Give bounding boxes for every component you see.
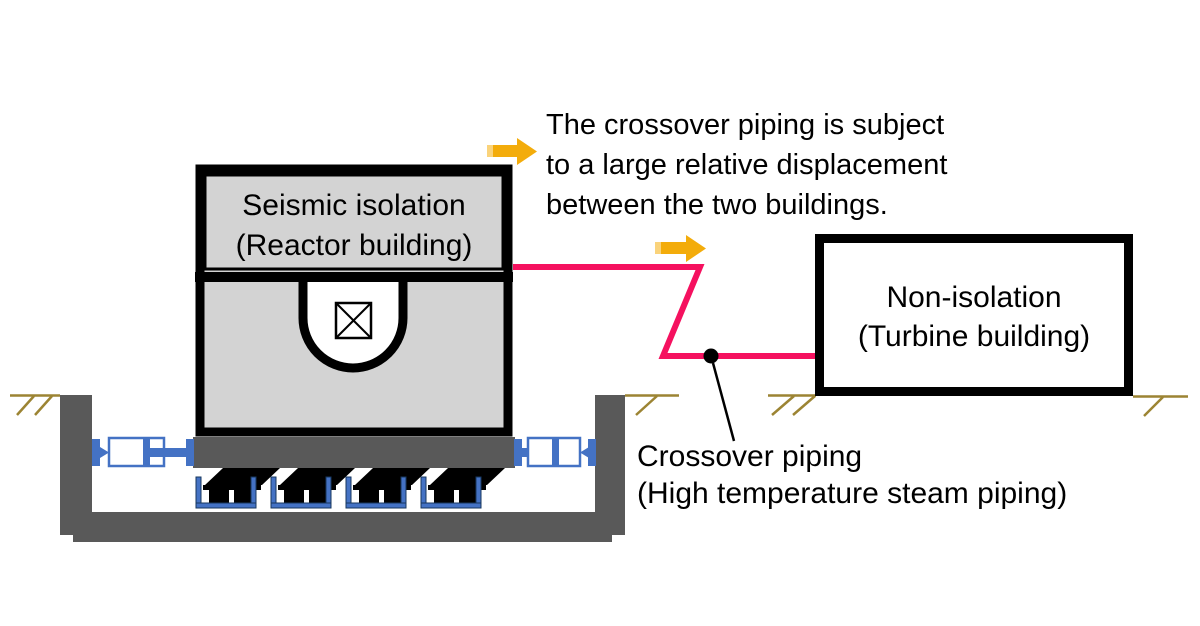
annotation-text: The crossover piping is subject to a lar… [546,109,947,221]
base-slab [193,437,515,468]
seismic-isolators [195,468,505,509]
pipe-label-line1: Crossover piping [637,440,862,473]
reactor-building-label-line2: (Reactor building) [236,229,473,262]
isolator-unit [270,468,355,509]
right-damper [514,436,596,468]
annotation-line2: to a large relative displacement [546,149,947,181]
pipe-callout-dot [703,348,719,364]
ground-hatch-center-left [625,394,679,416]
displacement-arrow-lower-icon [655,235,706,262]
annotation-line1: The crossover piping is subject [546,109,944,141]
turbine-building: Non-isolation (Turbine building) [815,234,1133,396]
left-damper [92,436,194,468]
isolator-unit [345,468,430,509]
isolator-unit [420,468,505,509]
crossover-pipe [513,264,815,359]
displacement-arrow-upper-icon [487,138,537,165]
turbine-building-label-line2: (Turbine building) [858,320,1090,353]
isolator-unit [195,468,280,509]
pipe-callout: Crossover piping (High temperature steam… [637,348,1067,510]
turbine-building-label-line1: Non-isolation [886,281,1061,314]
reactor-vessel-icon [334,301,373,340]
isolation-pit [60,395,625,542]
pipe-label-line2: (High temperature steam piping) [637,477,1067,510]
annotation-line3: between the two buildings. [546,189,888,221]
ground-hatch-far-right [1133,395,1188,417]
ground-hatch-far-left [10,394,60,416]
reactor-building: Seismic isolation (Reactor building) [195,164,513,437]
pipe-callout-line [711,362,736,442]
reactor-building-label-line1: Seismic isolation [242,189,465,222]
ground-hatch-center-right [768,394,816,416]
